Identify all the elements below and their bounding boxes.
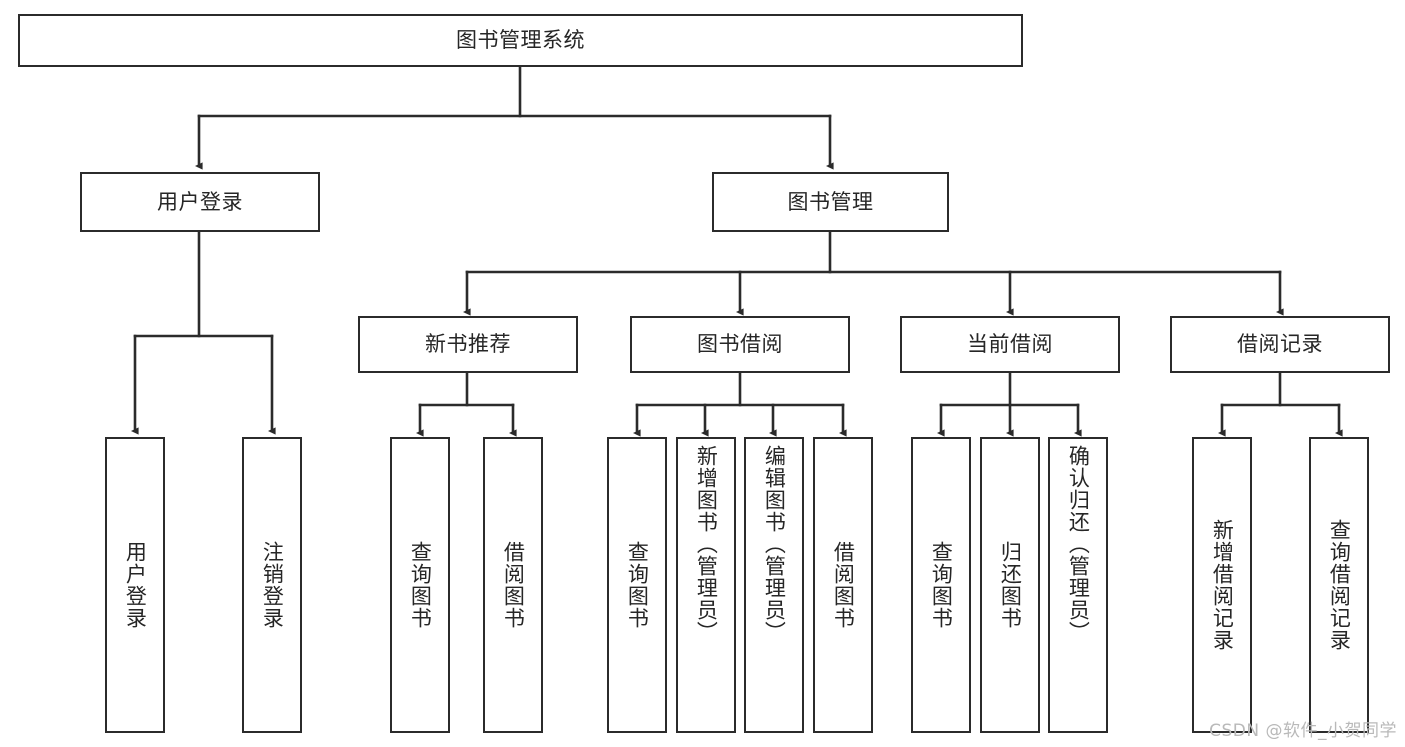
- node-leaf-label: 归还图书: [998, 541, 1023, 629]
- node-leaf-newbook-borrow-book[interactable]: 借阅图书: [483, 437, 543, 733]
- node-leaf-bookborrow-borrow-book[interactable]: 借阅图书: [813, 437, 873, 733]
- node-leaf-currentborrow-return-book[interactable]: 归还图书: [980, 437, 1040, 733]
- node-leaf-label: 新增图书（管理员）: [694, 445, 719, 643]
- node-root-label: 图书管理系统: [456, 28, 585, 53]
- node-leaf-label: 查询图书: [625, 541, 650, 629]
- node-new-book-recommend-label: 新书推荐: [425, 332, 511, 357]
- node-leaf-label: 用户登录: [123, 541, 148, 629]
- node-leaf-label: 注销登录: [260, 541, 285, 629]
- node-leaf-bookborrow-edit-book-admin[interactable]: 编辑图书（管理员）: [744, 437, 804, 733]
- node-leaf-label: 编辑图书（管理员）: [762, 445, 787, 643]
- node-leaf-user-login-signin[interactable]: 用户登录: [105, 437, 165, 733]
- node-leaf-newbook-query-book[interactable]: 查询图书: [390, 437, 450, 733]
- node-current-borrow-label: 当前借阅: [967, 332, 1053, 357]
- node-borrow-record-label: 借阅记录: [1237, 332, 1323, 357]
- node-leaf-label: 查询图书: [408, 541, 433, 629]
- node-user-login-label: 用户登录: [157, 189, 243, 214]
- node-leaf-currentborrow-query-book[interactable]: 查询图书: [911, 437, 971, 733]
- csdn-watermark: CSDN @软件_小贺同学: [1209, 721, 1397, 741]
- node-leaf-label: 查询图书: [929, 541, 954, 629]
- node-borrow-record[interactable]: 借阅记录: [1170, 316, 1390, 373]
- node-leaf-label: 确认归还（管理员）: [1066, 445, 1091, 643]
- node-leaf-borrowrecord-add-record[interactable]: 新增借阅记录: [1192, 437, 1252, 733]
- node-leaf-bookborrow-add-book-admin[interactable]: 新增图书（管理员）: [676, 437, 736, 733]
- node-leaf-label: 借阅图书: [831, 541, 856, 629]
- node-leaf-borrowrecord-query-record[interactable]: 查询借阅记录: [1309, 437, 1369, 733]
- node-leaf-label: 查询借阅记录: [1327, 519, 1352, 651]
- node-leaf-bookborrow-query-book[interactable]: 查询图书: [607, 437, 667, 733]
- node-book-borrow-label: 图书借阅: [697, 332, 783, 357]
- node-book-borrow[interactable]: 图书借阅: [630, 316, 850, 373]
- node-book-management-label: 图书管理: [787, 189, 874, 214]
- node-root-book-management-system[interactable]: 图书管理系统: [18, 14, 1023, 67]
- node-leaf-user-login-signout[interactable]: 注销登录: [242, 437, 302, 733]
- node-leaf-currentborrow-confirm-return-admin[interactable]: 确认归还（管理员）: [1048, 437, 1108, 733]
- node-book-management[interactable]: 图书管理: [712, 172, 949, 232]
- node-new-book-recommend[interactable]: 新书推荐: [358, 316, 578, 373]
- node-leaf-label: 借阅图书: [501, 541, 526, 629]
- node-current-borrow[interactable]: 当前借阅: [900, 316, 1120, 373]
- node-leaf-label: 新增借阅记录: [1210, 519, 1235, 651]
- node-user-login[interactable]: 用户登录: [80, 172, 320, 232]
